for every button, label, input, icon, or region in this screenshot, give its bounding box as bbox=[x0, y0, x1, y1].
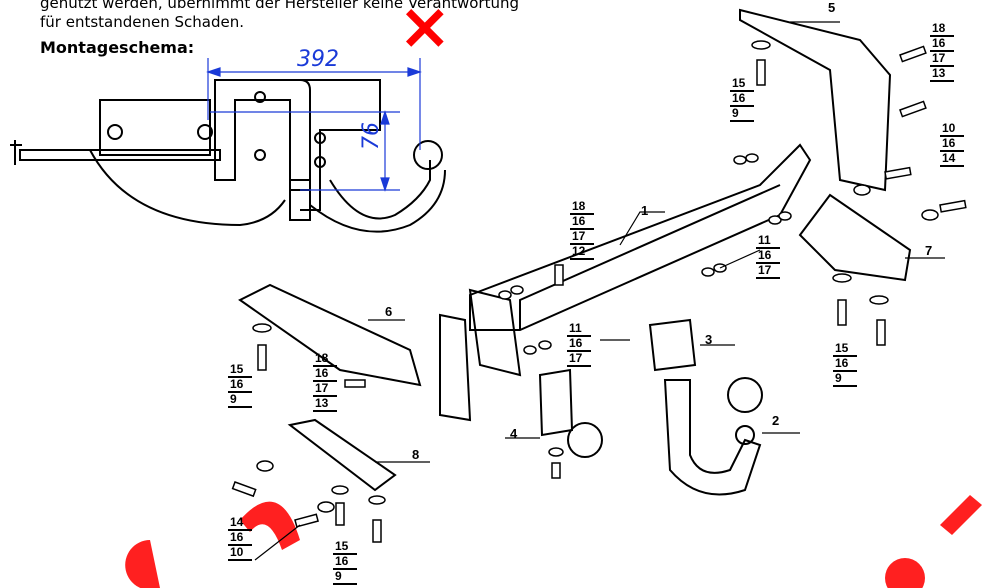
cross-beam bbox=[469, 143, 812, 331]
part-number: 11 bbox=[756, 234, 780, 249]
part-number: 17 bbox=[570, 230, 594, 245]
part-number: 18 bbox=[313, 352, 337, 367]
bracket-6-plate bbox=[439, 313, 472, 422]
intro-line-2: für entstandenen Schaden. bbox=[40, 13, 244, 31]
part-number: 18 bbox=[570, 200, 594, 215]
ball-neck bbox=[663, 379, 762, 496]
part-number: 13 bbox=[313, 397, 337, 412]
part-number: 10 bbox=[228, 546, 252, 561]
part-number: 9 bbox=[730, 107, 754, 122]
dimension-width: 392 bbox=[297, 47, 339, 72]
part-number: 16 bbox=[228, 531, 252, 546]
side-view bbox=[10, 79, 446, 233]
part-number: 17 bbox=[313, 382, 337, 397]
part-number: 9 bbox=[228, 393, 252, 408]
part-number: 16 bbox=[567, 337, 591, 352]
left-flange bbox=[468, 288, 522, 377]
watermark-fragment bbox=[940, 495, 982, 535]
part-number: 15 bbox=[730, 77, 754, 92]
callout-1: 1 bbox=[641, 203, 649, 218]
part-number: 15 bbox=[333, 540, 357, 555]
bracket-8 bbox=[287, 418, 397, 492]
callout-7: 7 bbox=[925, 243, 933, 258]
leader-lines bbox=[254, 21, 945, 561]
part-number: 11 bbox=[567, 322, 591, 337]
dimension-height: 76 bbox=[359, 122, 384, 150]
cross-beam-face bbox=[519, 184, 781, 330]
part-number: 17 bbox=[756, 264, 780, 279]
watermark: × bbox=[125, 0, 982, 588]
watermark-fragment bbox=[240, 501, 300, 550]
part-number: 13 bbox=[930, 67, 954, 82]
callout-6: 6 bbox=[385, 304, 393, 319]
callout-8: 8 bbox=[412, 447, 420, 462]
part-number: 15 bbox=[228, 363, 252, 378]
callout-4: 4 bbox=[510, 426, 518, 441]
part-number: 16 bbox=[333, 555, 357, 570]
part-number: 16 bbox=[570, 215, 594, 230]
callout-5: 5 bbox=[828, 0, 836, 15]
part-number: 15 bbox=[833, 342, 857, 357]
intro-text: genutzt werden, übernimmt der Hersteller… bbox=[40, 0, 519, 32]
part-number: 10 bbox=[940, 122, 964, 137]
part-number: 14 bbox=[228, 516, 252, 531]
part-number: 16 bbox=[833, 357, 857, 372]
part-number: 9 bbox=[333, 570, 357, 585]
part-number: 16 bbox=[930, 37, 954, 52]
part-number: 16 bbox=[313, 367, 337, 382]
part-number: 14 bbox=[940, 152, 964, 167]
callout-3: 3 bbox=[705, 332, 713, 347]
part-number: 17 bbox=[567, 352, 591, 367]
watermark-fragment bbox=[125, 540, 160, 588]
tow-ball bbox=[727, 377, 763, 413]
part-number: 9 bbox=[833, 372, 857, 387]
intro-line-1: genutzt werden, übernimmt der Hersteller… bbox=[40, 0, 520, 12]
part-number: 18 bbox=[930, 22, 954, 37]
electrical-socket bbox=[567, 422, 603, 458]
bracket-7 bbox=[798, 193, 912, 282]
section-heading: Montageschema: bbox=[40, 38, 195, 57]
callout-2: 2 bbox=[772, 413, 780, 428]
part-number: 16 bbox=[756, 249, 780, 264]
bracket-6 bbox=[238, 283, 422, 387]
dimension-lines bbox=[206, 58, 422, 192]
part-number: 17 bbox=[930, 52, 954, 67]
socket-holder bbox=[648, 318, 697, 372]
part-number: 16 bbox=[940, 137, 964, 152]
part-number: 12 bbox=[570, 245, 594, 260]
watermark-fragment bbox=[885, 558, 925, 588]
part-number: 16 bbox=[228, 378, 252, 393]
fasteners bbox=[231, 40, 967, 543]
watermark-cross: × bbox=[398, 0, 452, 64]
part-number: 16 bbox=[730, 92, 754, 107]
